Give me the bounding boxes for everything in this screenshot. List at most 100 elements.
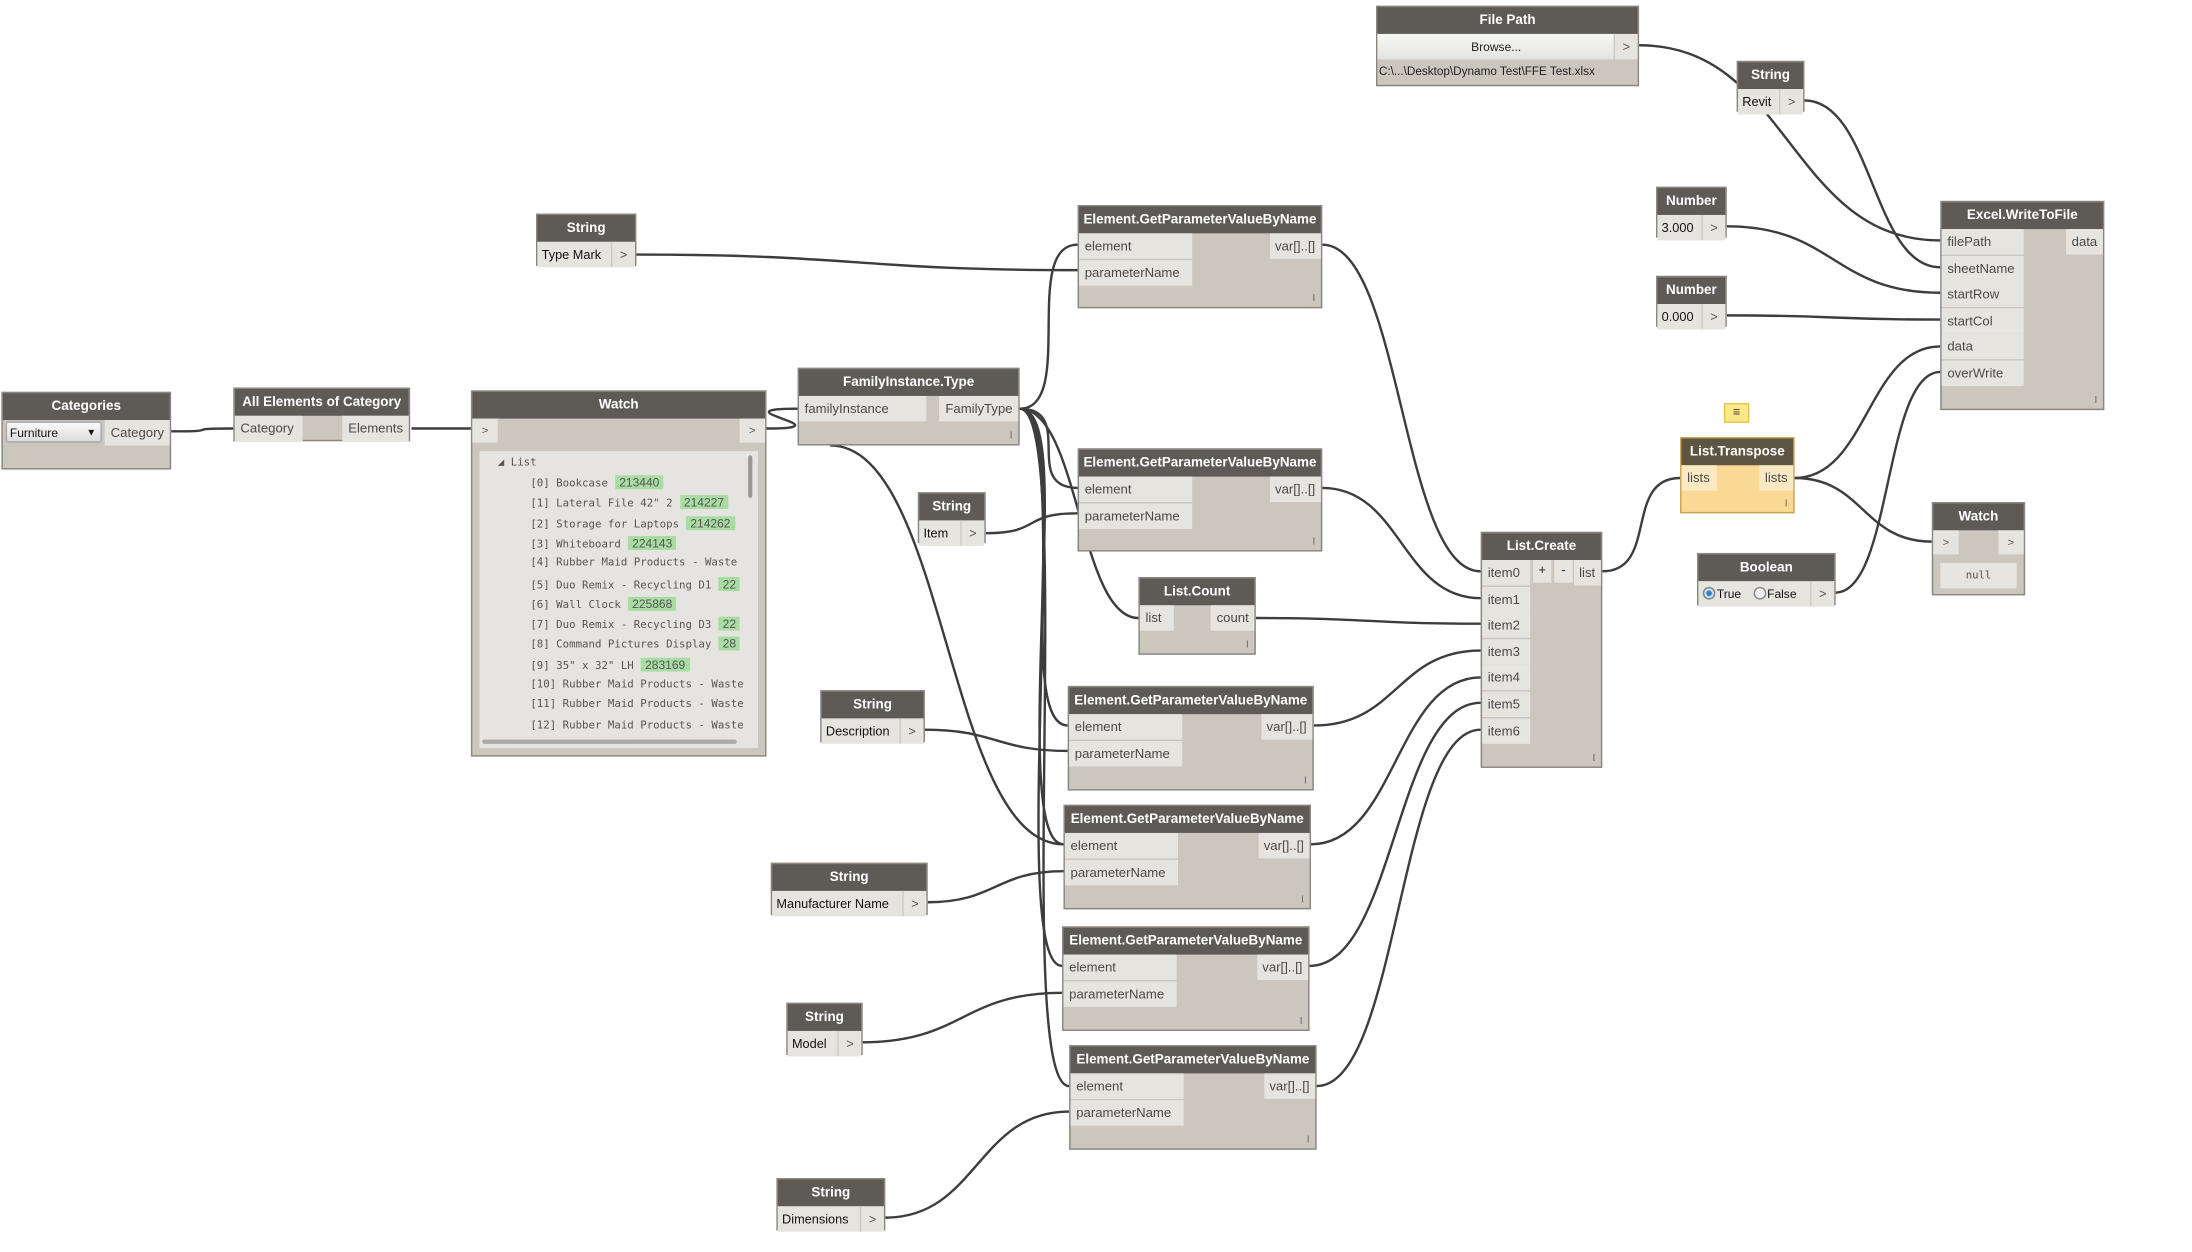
output-port[interactable]: > [1701, 304, 1726, 330]
input-port[interactable]: > [1933, 530, 1959, 555]
node-title[interactable]: String [772, 864, 927, 891]
output-port[interactable]: > [1998, 530, 2024, 555]
connector-wire[interactable] [927, 869, 1064, 904]
output-port[interactable]: > [1701, 214, 1726, 241]
input-port-parameterName[interactable]: parameterName [1079, 502, 1193, 529]
input-port-element[interactable]: element [1063, 954, 1177, 981]
value-field[interactable]: Manufacturer Name [772, 890, 903, 917]
connector-wire[interactable] [766, 407, 798, 430]
output-port-count[interactable]: count [1210, 605, 1255, 631]
node-title[interactable]: Element.GetParameterValueByName [1079, 449, 1321, 477]
input-port-item2[interactable]: item2 [1482, 612, 1531, 639]
input-port-sheetName[interactable]: sheetName [1941, 255, 2024, 281]
node-title[interactable]: FamilyInstance.Type [799, 369, 1019, 396]
connector-wire[interactable] [1309, 701, 1481, 968]
input-port[interactable]: > [472, 418, 498, 443]
radio-false[interactable]: False [1752, 586, 1797, 601]
output-port[interactable]: > [960, 520, 985, 546]
node-watch2[interactable]: Watch>>null [1931, 502, 2026, 596]
input-port-data[interactable]: data [1941, 334, 2024, 360]
connector-wire[interactable] [1794, 345, 1941, 480]
input-port-overWrite[interactable]: overWrite [1941, 360, 2024, 387]
note-icon[interactable]: ≡ [1723, 403, 1750, 423]
input-port-startCol[interactable]: startCol [1941, 307, 2024, 334]
input-port-element[interactable]: element [1064, 832, 1179, 859]
node-title[interactable]: Element.GetParameterValueByName [1079, 206, 1321, 234]
expand-triangle-icon[interactable]: ◢ [497, 455, 511, 469]
connector-wire[interactable] [1804, 99, 1941, 269]
input-port-list[interactable]: list [1139, 605, 1174, 631]
node-title[interactable]: Element.GetParameterValueByName [1070, 1046, 1316, 1074]
node-title[interactable]: Element.GetParameterValueByName [1064, 806, 1310, 833]
connector-wire[interactable] [1313, 649, 1481, 727]
connector-wire[interactable] [1316, 728, 1481, 1088]
list-header[interactable]: ◢ List [498, 455, 537, 468]
node-title[interactable]: Boolean [1698, 554, 1835, 582]
input-port-startRow[interactable]: startRow [1941, 281, 2024, 308]
connector-wire[interactable] [1019, 243, 1078, 410]
value-field[interactable]: Description [821, 718, 900, 744]
input-port-item3[interactable]: item3 [1482, 638, 1531, 665]
node-title[interactable]: File Path [1377, 7, 1638, 34]
browse-button[interactable]: Browse... [1377, 33, 1616, 60]
output-port-list[interactable]: list [1573, 560, 1601, 586]
input-port-element[interactable]: element [1079, 233, 1193, 259]
output-port[interactable]: > [902, 890, 927, 917]
input-port-element[interactable]: element [1070, 1073, 1184, 1099]
connector-wire[interactable] [1019, 407, 1078, 490]
radio-true[interactable]: True [1702, 586, 1741, 601]
connector-wire[interactable] [862, 991, 1063, 1044]
node-title[interactable]: String [1738, 62, 1804, 90]
output-port[interactable]: > [1779, 89, 1804, 115]
connector-wire[interactable] [1726, 314, 1941, 321]
connector-wire[interactable] [1310, 676, 1481, 846]
output-port[interactable]: > [1613, 33, 1638, 60]
value-field[interactable]: 3.000 [1657, 214, 1702, 241]
connector-wire[interactable] [1255, 616, 1481, 625]
output-port-var[interactable]: var[]..[] [1269, 476, 1321, 503]
output-port-FamilyType[interactable]: FamilyType [939, 395, 1019, 422]
input-port-parameterName[interactable]: parameterName [1064, 859, 1179, 885]
input-port-item4[interactable]: item4 [1482, 665, 1531, 691]
vertical-scrollbar[interactable] [748, 455, 753, 498]
output-port-data[interactable]: data [2065, 229, 2103, 255]
node-title[interactable]: Excel.WriteToFile [1941, 202, 2103, 230]
input-port-parameterName[interactable]: parameterName [1070, 1099, 1184, 1126]
node-title[interactable]: String [537, 214, 635, 242]
input-port-element[interactable]: element [1079, 476, 1193, 503]
node-title[interactable]: Number [1657, 277, 1726, 305]
output-port[interactable]: > [899, 718, 924, 744]
connector-wire[interactable] [171, 427, 234, 433]
input-port-item6[interactable]: item6 [1482, 717, 1531, 744]
connector-wire[interactable] [1322, 243, 1481, 573]
input-port-parameterName[interactable]: parameterName [1063, 980, 1177, 1007]
connector-wire[interactable] [830, 444, 1064, 846]
node-title[interactable]: Categories [2, 393, 170, 421]
input-port-element[interactable]: element [1069, 714, 1183, 740]
connector-wire[interactable] [1019, 407, 1070, 1088]
input-port-lists[interactable]: lists [1681, 465, 1717, 491]
value-field[interactable]: 0.000 [1657, 304, 1702, 330]
input-port-parameterName[interactable]: parameterName [1069, 740, 1183, 766]
output-port-var[interactable]: var[]..[] [1258, 832, 1310, 859]
node-title[interactable]: String [919, 493, 985, 521]
node-title[interactable]: String [787, 1004, 862, 1031]
node-title[interactable]: Watch [472, 391, 766, 419]
